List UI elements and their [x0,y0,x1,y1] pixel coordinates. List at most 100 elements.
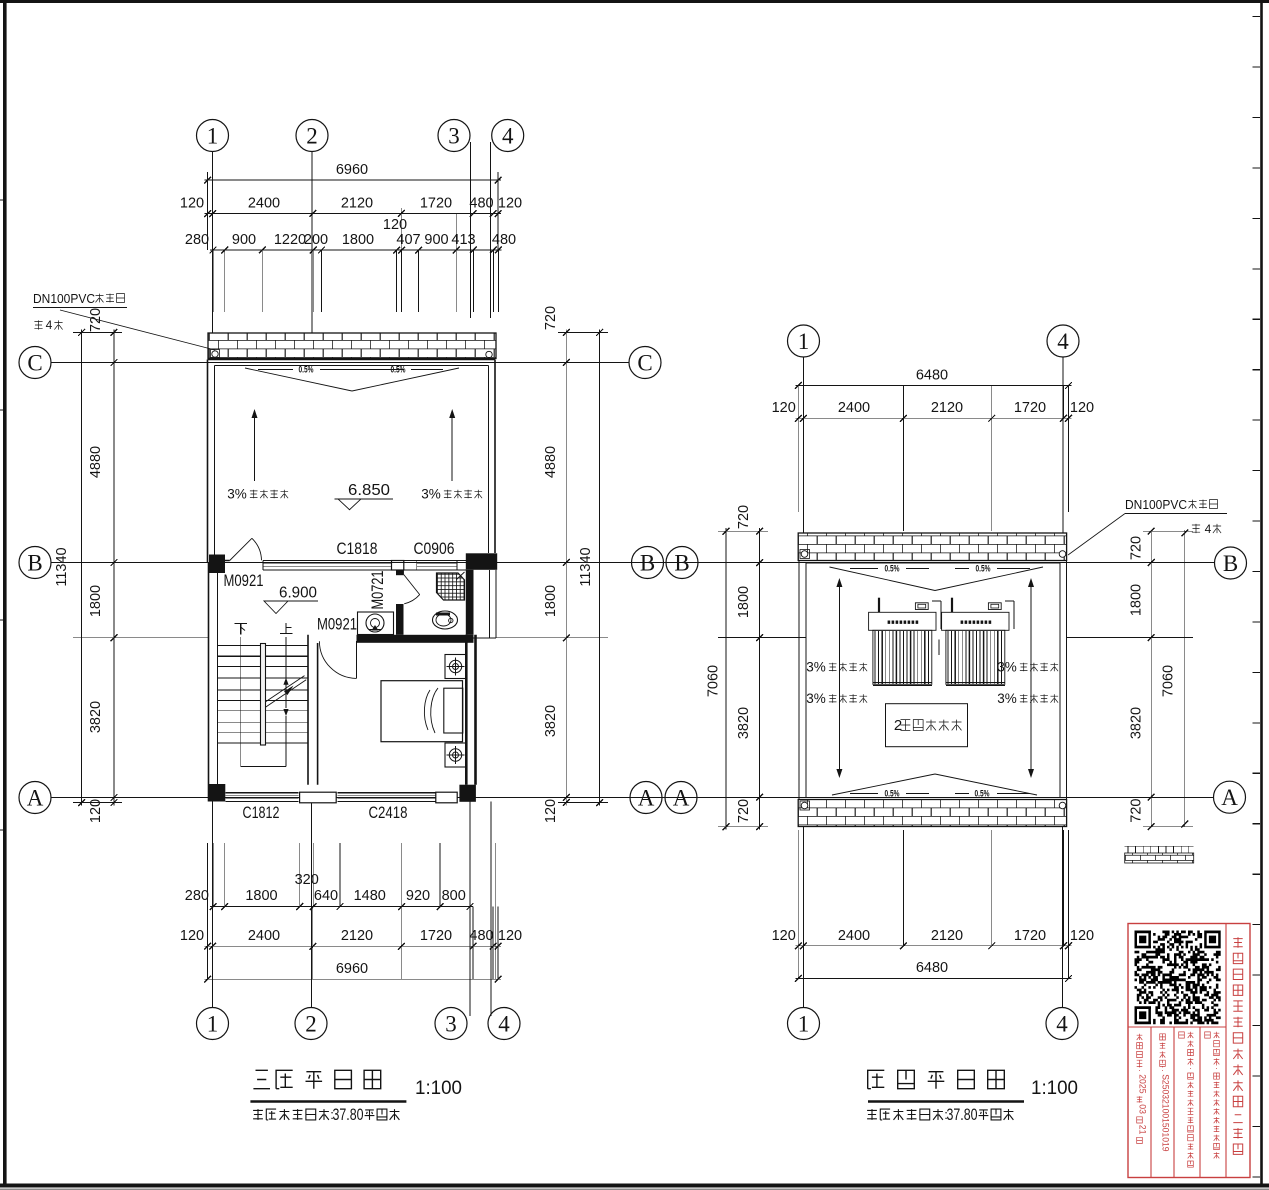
svg-text:800: 800 [442,888,466,904]
svg-text:280: 280 [185,888,209,904]
svg-text:4: 4 [1056,1012,1068,1037]
svg-text:2400: 2400 [838,928,870,944]
svg-text:120: 120 [180,196,204,212]
svg-text:M0721: M0721 [369,571,387,610]
svg-text:900: 900 [424,232,448,248]
svg-text:3%: 3% [421,487,441,502]
svg-text:1: 1 [207,1012,219,1037]
svg-text:11340: 11340 [54,547,70,586]
svg-text:B: B [1223,551,1238,576]
svg-text::: : [1189,1061,1191,1071]
svg-text:21: 21 [1138,1125,1148,1135]
svg-text:B: B [674,551,689,576]
svg-text:3: 3 [448,124,460,149]
svg-text:3820: 3820 [736,707,752,739]
svg-text:280: 280 [185,232,209,248]
svg-text:120: 120 [498,196,522,212]
svg-text:4: 4 [46,318,53,332]
svg-text:37.80: 37.80 [333,1106,364,1124]
svg-text:120: 120 [88,799,104,823]
svg-text:1: 1 [798,329,810,354]
svg-text:A: A [1221,785,1238,810]
svg-text:4880: 4880 [543,446,559,478]
svg-text:3%: 3% [806,660,826,675]
svg-text:2400: 2400 [838,400,870,416]
svg-text:1720: 1720 [420,928,452,944]
svg-text:720: 720 [736,799,752,823]
svg-text:7060: 7060 [1160,665,1176,697]
svg-text:03: 03 [1138,1104,1148,1114]
svg-text:3820: 3820 [1129,707,1145,739]
svg-text:900: 900 [232,232,256,248]
svg-text:DN100PVC: DN100PVC [1125,498,1187,512]
svg-text:3820: 3820 [88,701,104,733]
svg-text:3%: 3% [806,691,826,706]
svg-text:6960: 6960 [336,961,368,977]
svg-text:2: 2 [306,124,318,149]
svg-text:1220: 1220 [274,232,306,248]
svg-text:A: A [638,786,655,811]
svg-text::: : [330,1107,334,1122]
svg-text:720: 720 [543,306,559,330]
svg-text:C1812: C1812 [243,804,280,822]
svg-text::: : [944,1107,948,1122]
svg-text:1800: 1800 [245,888,277,904]
svg-text:1:100: 1:100 [415,1078,462,1099]
svg-text:2025: 2025 [1138,1074,1148,1093]
svg-text:C1818: C1818 [337,540,378,558]
svg-text:C: C [27,351,42,376]
svg-text:120: 120 [383,217,407,233]
svg-text:0.5%: 0.5% [885,789,900,799]
svg-text:2400: 2400 [248,196,280,212]
svg-text:B: B [640,551,655,576]
svg-text:1720: 1720 [1014,400,1046,416]
svg-text:2120: 2120 [931,928,963,944]
svg-text:1720: 1720 [1014,928,1046,944]
svg-text:120: 120 [498,928,522,944]
svg-text::: : [1161,1063,1163,1073]
svg-text:C: C [637,351,652,376]
svg-text:6.900: 6.900 [279,585,317,602]
svg-text:4: 4 [1057,329,1069,354]
svg-text:S250321001501019: S250321001501019 [1161,1074,1171,1151]
svg-text:0.5%: 0.5% [391,365,406,375]
svg-text:M0921: M0921 [317,616,357,634]
svg-text:1800: 1800 [543,585,559,617]
svg-text:4: 4 [1205,522,1212,536]
svg-text:C0906: C0906 [414,540,455,558]
svg-text:1800: 1800 [88,585,104,617]
svg-text:120: 120 [772,928,796,944]
svg-text:0.5%: 0.5% [885,564,900,574]
svg-text:1800: 1800 [342,232,374,248]
svg-text:6480: 6480 [916,368,948,384]
svg-text:37.80: 37.80 [947,1106,978,1124]
svg-text:1480: 1480 [354,888,386,904]
svg-text:2400: 2400 [248,928,280,944]
svg-text:3%: 3% [997,660,1017,675]
svg-text:2: 2 [305,1012,317,1037]
svg-text:6960: 6960 [336,162,368,178]
svg-text:3%: 3% [997,691,1017,706]
svg-text:720: 720 [1129,798,1145,822]
svg-text:3: 3 [445,1012,457,1037]
svg-text:1: 1 [207,124,219,149]
svg-text:11340: 11340 [578,547,594,586]
svg-text:720: 720 [736,505,752,529]
svg-text:0.5%: 0.5% [975,789,990,799]
svg-text:720: 720 [1129,536,1145,560]
svg-text:1800: 1800 [736,586,752,618]
svg-text:413: 413 [451,232,475,248]
svg-text:120: 120 [1070,400,1094,416]
svg-text:3%: 3% [227,487,247,502]
svg-text::: : [1215,1061,1217,1071]
svg-text:407: 407 [396,232,420,248]
svg-text:480: 480 [469,196,493,212]
svg-text:1: 1 [798,1012,810,1037]
svg-text:2: 2 [894,717,902,734]
svg-text:320: 320 [295,872,319,888]
svg-text:6480: 6480 [916,960,948,976]
svg-text:DN100PVC: DN100PVC [33,292,95,306]
svg-text:640: 640 [314,888,338,904]
svg-text:A: A [27,786,44,811]
svg-text:2120: 2120 [931,400,963,416]
